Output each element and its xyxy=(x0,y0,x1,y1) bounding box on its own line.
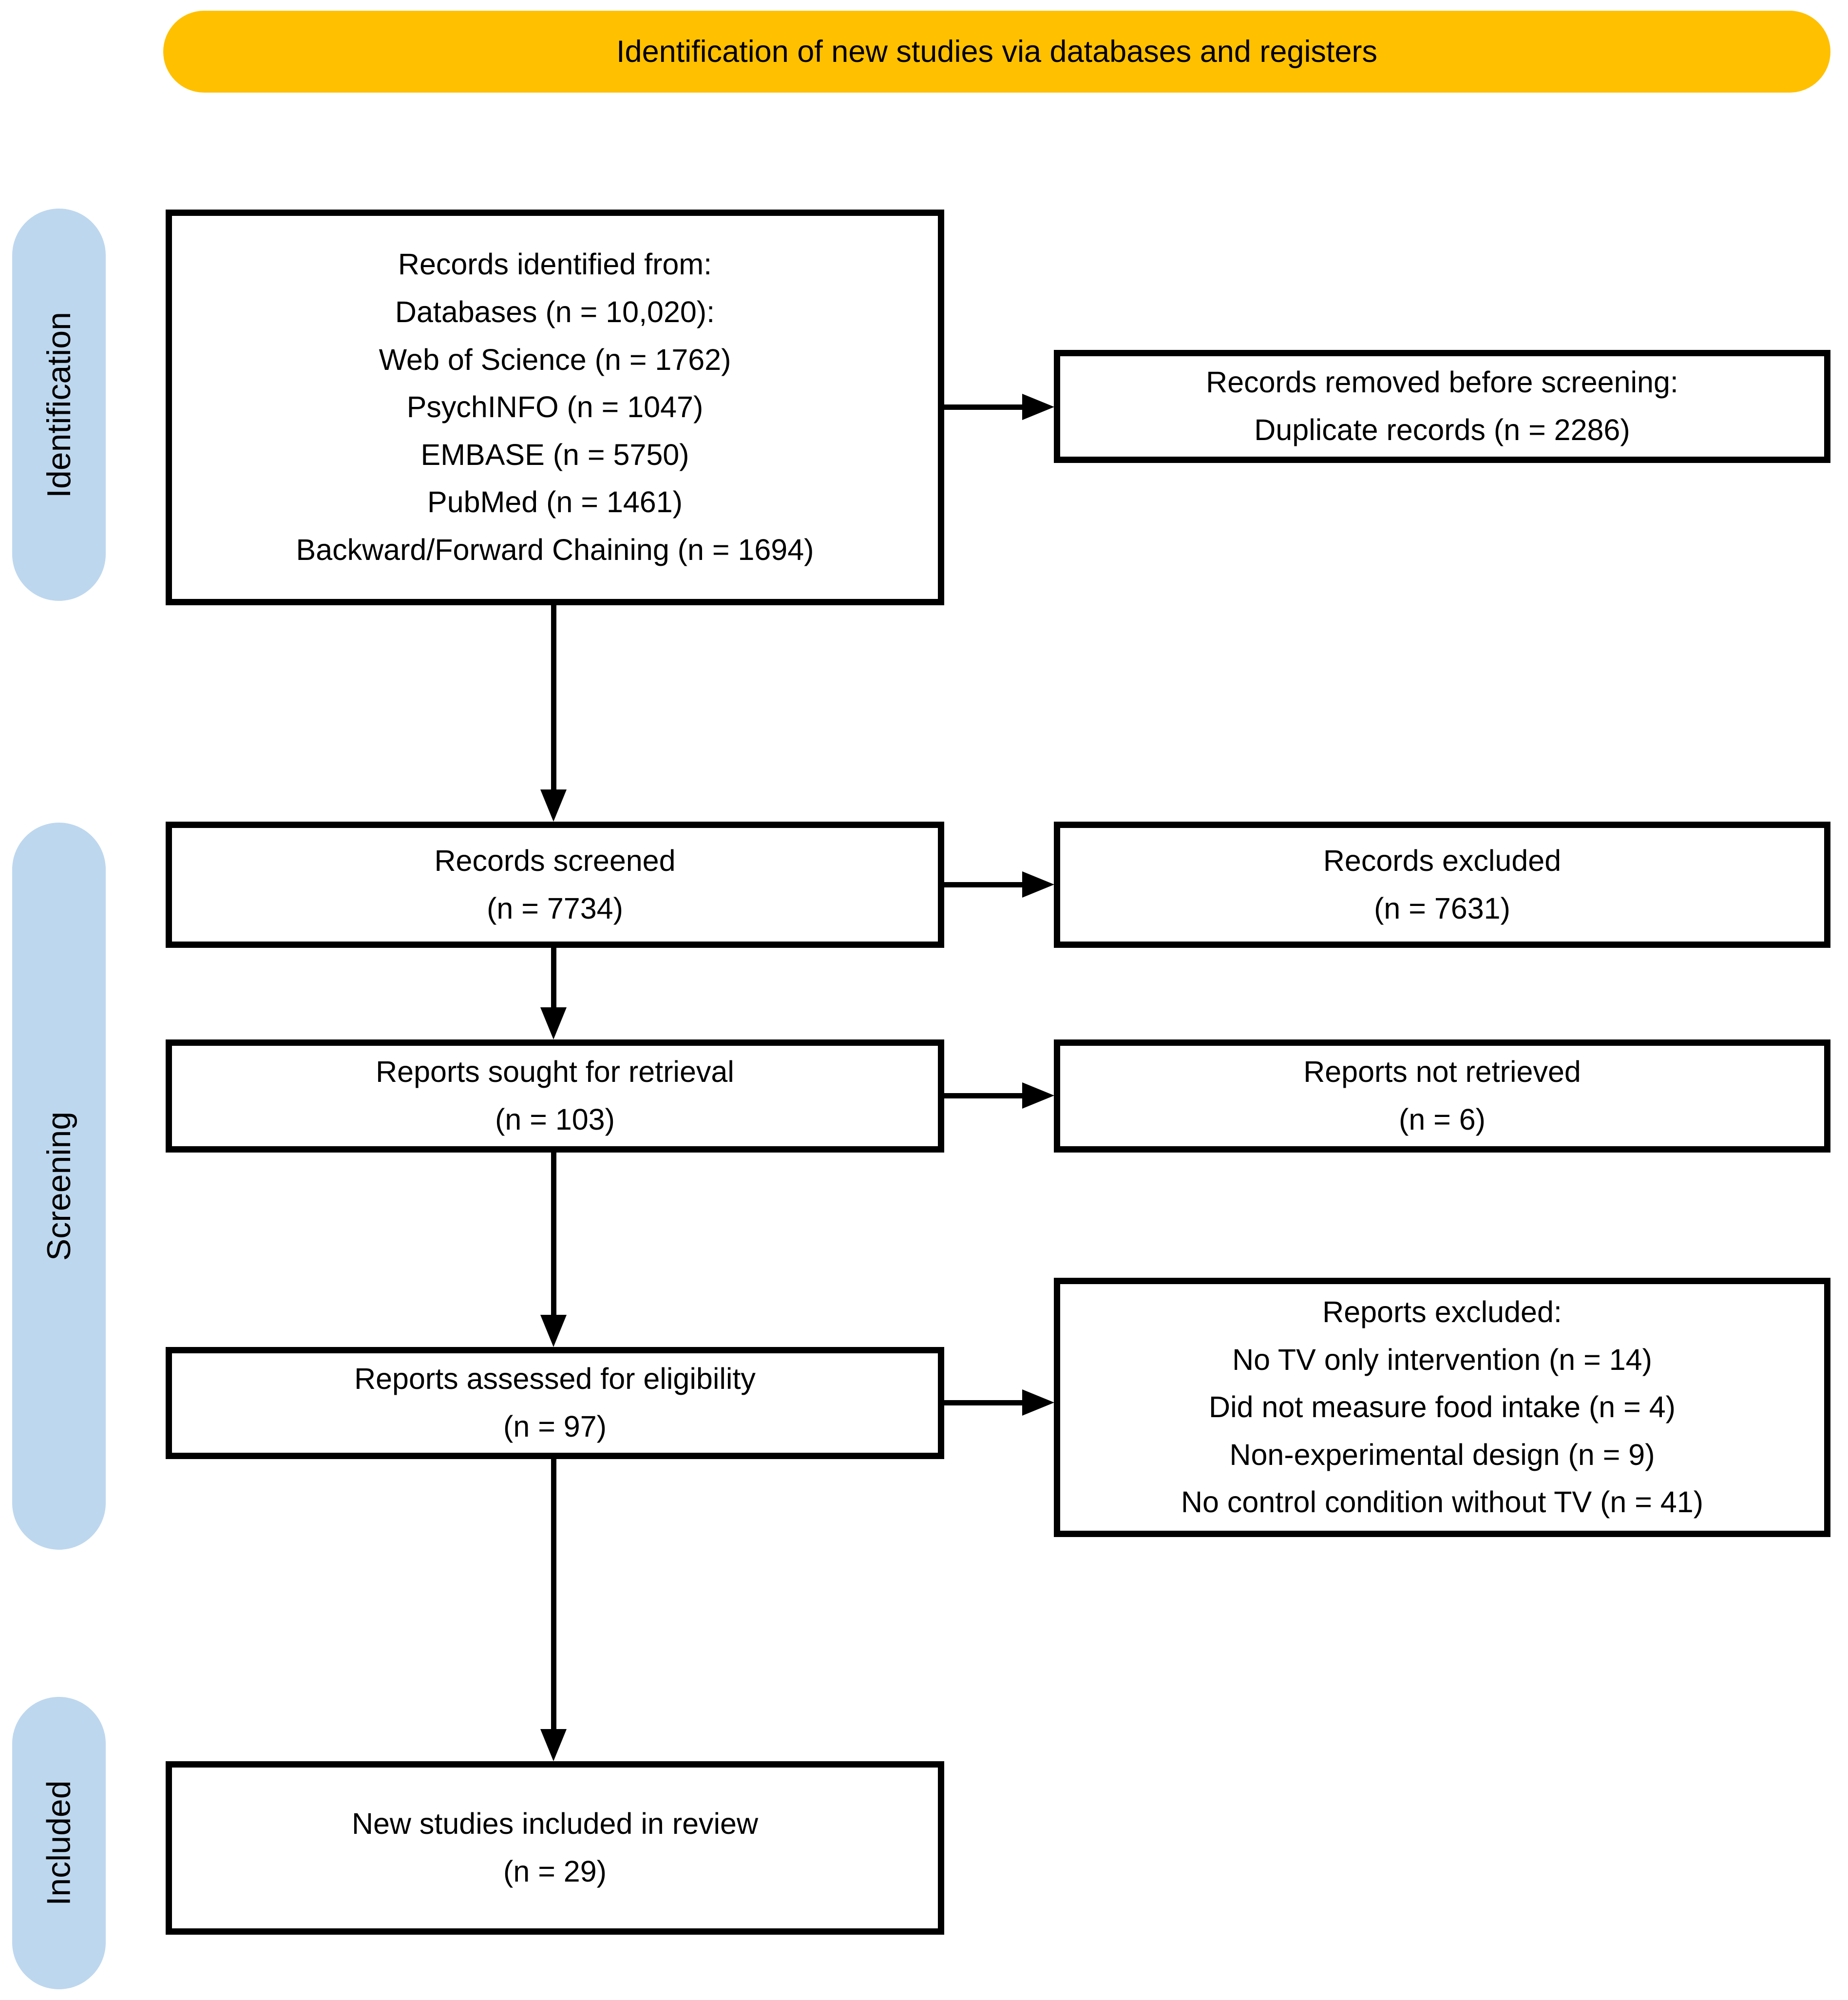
arrow-assessed-to-included-shaft xyxy=(551,1459,556,1730)
arrow-sought-to-not-retrieved-head xyxy=(1022,1082,1054,1109)
arrow-sought-to-assessed-shaft xyxy=(551,1153,556,1316)
box-records-identified: Records identified from: Databases (n = … xyxy=(166,210,944,605)
arrow-identified-to-removed-shaft xyxy=(944,404,1023,410)
box-line: Web of Science (n = 1762) xyxy=(379,343,731,376)
arrow-identified-to-screened-head xyxy=(540,789,567,822)
arrow-assessed-to-reports-excluded-shaft xyxy=(944,1400,1023,1405)
stage-label-screening-text: Screening xyxy=(40,1111,78,1261)
box-line: Records excluded xyxy=(1323,844,1562,877)
box-line: (n = 7734) xyxy=(487,891,623,925)
box-line: (n = 103) xyxy=(495,1103,615,1136)
stage-label-identification-text: Identification xyxy=(40,311,77,498)
stage-label-identification: Identification xyxy=(12,209,106,601)
arrow-identified-to-removed-head xyxy=(1022,394,1054,420)
box-line: Backward/Forward Chaining (n = 1694) xyxy=(296,533,814,566)
box-records-removed: Records removed before screening: Duplic… xyxy=(1054,350,1830,463)
box-reports-assessed: Reports assessed for eligibility (n = 97… xyxy=(166,1347,944,1459)
box-line: Records removed before screening: xyxy=(1206,365,1678,399)
box-line: No TV only intervention (n = 14) xyxy=(1232,1343,1652,1376)
arrow-sought-to-not-retrieved-shaft xyxy=(944,1093,1023,1098)
box-line: PsychINFO (n = 1047) xyxy=(406,390,704,424)
box-line: Non-experimental design (n = 9) xyxy=(1229,1438,1655,1471)
box-line: Records screened xyxy=(434,844,676,877)
box-reports-sought: Reports sought for retrieval (n = 103) xyxy=(166,1039,944,1153)
stage-label-screening: Screening xyxy=(12,823,106,1550)
banner: Identification of new studies via databa… xyxy=(163,11,1830,93)
box-reports-excluded: Reports excluded: No TV only interventio… xyxy=(1054,1278,1830,1537)
banner-title: Identification of new studies via databa… xyxy=(616,35,1377,69)
box-line: Reports sought for retrieval xyxy=(376,1055,734,1089)
arrow-sought-to-assessed-head xyxy=(540,1315,567,1347)
box-line: Reports excluded: xyxy=(1322,1295,1562,1329)
box-line: PubMed (n = 1461) xyxy=(427,485,683,519)
box-records-screened: Records screened (n = 7734) xyxy=(166,822,944,948)
box-line: Did not measure food intake (n = 4) xyxy=(1209,1390,1676,1424)
box-line: New studies included in review xyxy=(351,1807,759,1841)
box-line: Reports not retrieved xyxy=(1303,1055,1581,1089)
box-line: No control condition without TV (n = 41) xyxy=(1181,1485,1704,1519)
box-line: Duplicate records (n = 2286) xyxy=(1254,413,1630,446)
arrow-assessed-to-reports-excluded-head xyxy=(1022,1389,1054,1416)
box-line: (n = 7631) xyxy=(1374,891,1510,925)
box-line: Reports assessed for eligibility xyxy=(354,1362,756,1396)
box-reports-not-retrieved: Reports not retrieved (n = 6) xyxy=(1054,1039,1830,1153)
arrow-assessed-to-included-head xyxy=(540,1729,567,1761)
stage-label-included-text: Included xyxy=(40,1780,77,1906)
arrow-identified-to-screened-shaft xyxy=(551,605,556,790)
box-line: Records identified from: xyxy=(398,248,712,281)
box-line: (n = 97) xyxy=(503,1410,607,1443)
box-line: Databases (n = 10,020): xyxy=(395,295,715,329)
box-line: EMBASE (n = 5750) xyxy=(420,438,689,471)
box-new-studies-included: New studies included in review (n = 29) xyxy=(166,1761,944,1935)
arrow-screened-to-sought-head xyxy=(540,1007,567,1039)
box-line: (n = 6) xyxy=(1399,1103,1486,1136)
arrow-screened-to-excluded-shaft xyxy=(944,882,1023,887)
stage-label-included: Included xyxy=(12,1697,106,1989)
box-line: (n = 29) xyxy=(503,1855,607,1888)
arrow-screened-to-excluded-head xyxy=(1022,871,1054,898)
box-records-excluded: Records excluded (n = 7631) xyxy=(1054,822,1830,948)
arrow-screened-to-sought-shaft xyxy=(551,948,556,1008)
